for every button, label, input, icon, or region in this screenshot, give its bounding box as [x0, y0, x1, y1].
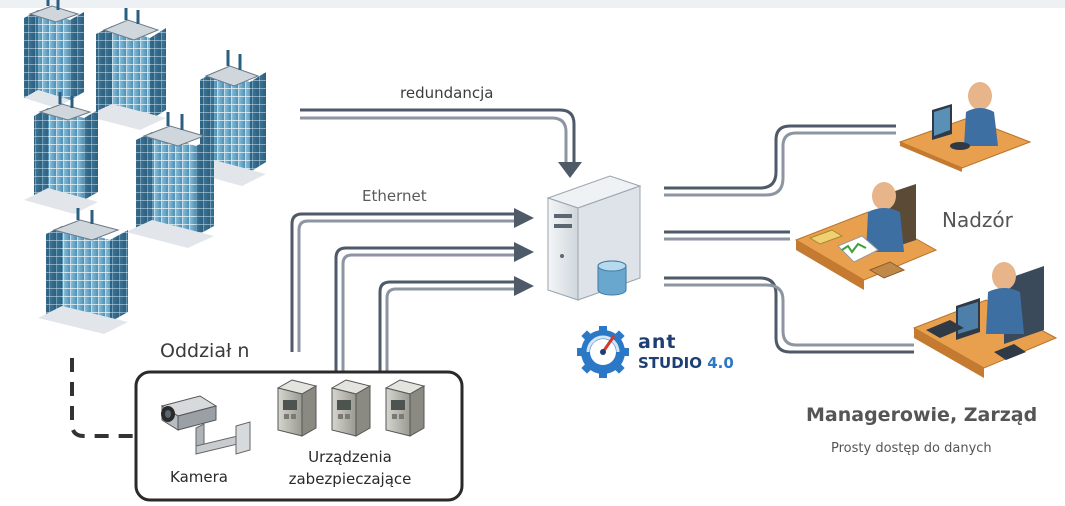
workstation-user-icon: [912, 262, 1058, 378]
office-building-icon: [24, 92, 98, 214]
branch-devices-box: [134, 370, 464, 502]
branch-dashed-connector: [70, 358, 134, 438]
workstation-user-icon: [794, 182, 938, 290]
logo-product: STUDIO 4.0: [638, 354, 734, 372]
logo-name: ant: [638, 331, 677, 353]
office-building-icon: [24, 0, 84, 108]
camera-label: Kamera: [170, 468, 228, 486]
output-connector: [664, 124, 914, 354]
branch-label: Oddział n: [160, 340, 250, 362]
security-camera-icon: [160, 395, 251, 455]
supervision-label: Nadzór: [942, 208, 1013, 232]
ethernet-label: Ethernet: [362, 187, 427, 205]
security-devices-label-line1: Urządzenia: [308, 448, 392, 466]
office-building-icon: [86, 8, 166, 130]
logo-product-text: STUDIO: [638, 354, 702, 372]
security-device-icon: [276, 379, 318, 437]
managers-label: Managerowie, Zarząd: [806, 404, 1038, 426]
security-devices-label-line2: zabezpieczające: [288, 470, 412, 488]
office-building-icon: [126, 112, 214, 248]
security-device-icon: [330, 379, 372, 437]
easy-access-label: Prosty dostęp do danych: [831, 441, 992, 456]
redundancy-connector: [300, 108, 582, 178]
office-building-icon: [190, 50, 266, 186]
security-devices-label: Urządzenia zabezpieczające: [270, 446, 430, 490]
ethernet-connector: [290, 208, 534, 376]
ant-studio-logo-icon: [577, 326, 629, 378]
security-device-icon: [384, 379, 426, 437]
workstation-user-icon: [898, 82, 1032, 172]
office-building-icon: [38, 208, 128, 334]
redundancy-label: redundancja: [400, 84, 494, 102]
logo-version: 4.0: [707, 354, 734, 372]
server-icon: [546, 175, 642, 301]
